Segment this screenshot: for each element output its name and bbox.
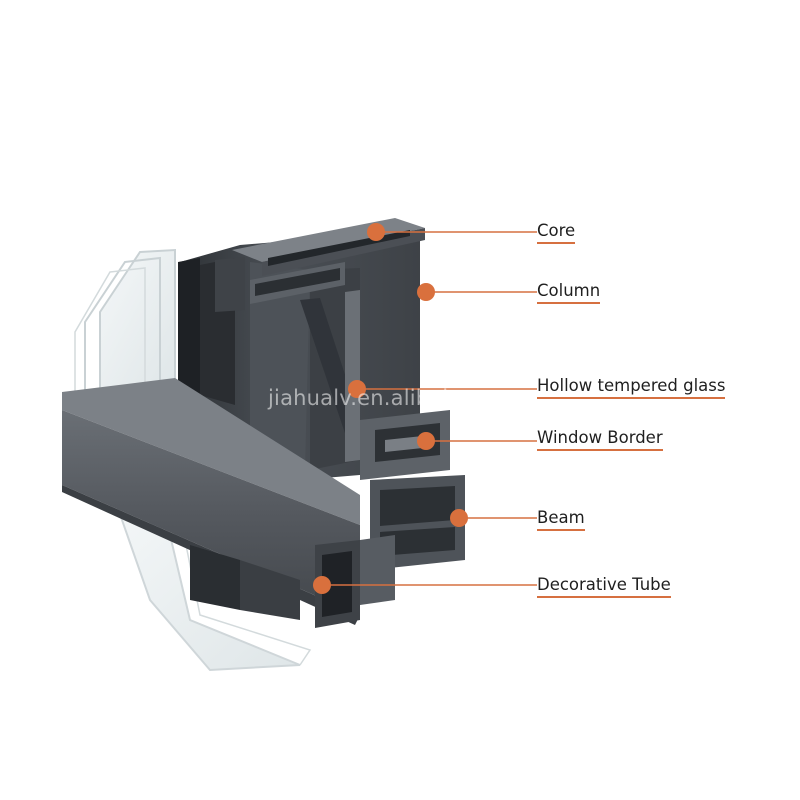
- callout-label-window-border: Window Border: [537, 428, 663, 451]
- decorative-tube-profile: [315, 535, 395, 628]
- callout-dot-decorative-tube: [313, 576, 331, 594]
- watermark-text: jiahualv.en.alibaba.com: [268, 386, 522, 410]
- callout-label-decorative-tube: Decorative Tube: [537, 575, 671, 598]
- glazing-profiles: [178, 257, 368, 462]
- callout-label-core: Core: [537, 221, 576, 244]
- callout-dot-window-border: [417, 432, 435, 450]
- lower-column: [190, 545, 300, 620]
- window-border-profile: [360, 410, 450, 480]
- callout-dot-core: [367, 223, 385, 241]
- callout-dot-beam: [450, 509, 468, 527]
- callout-label-hollow-tempered-glass: Hollow tempered glass: [537, 376, 726, 399]
- callout-dot-column: [417, 283, 435, 301]
- callout-dot-hollow-tempered-glass: [348, 380, 366, 398]
- callout-label-beam: Beam: [537, 508, 585, 531]
- callout-markers: [313, 223, 537, 594]
- callout-label-column: Column: [537, 281, 601, 304]
